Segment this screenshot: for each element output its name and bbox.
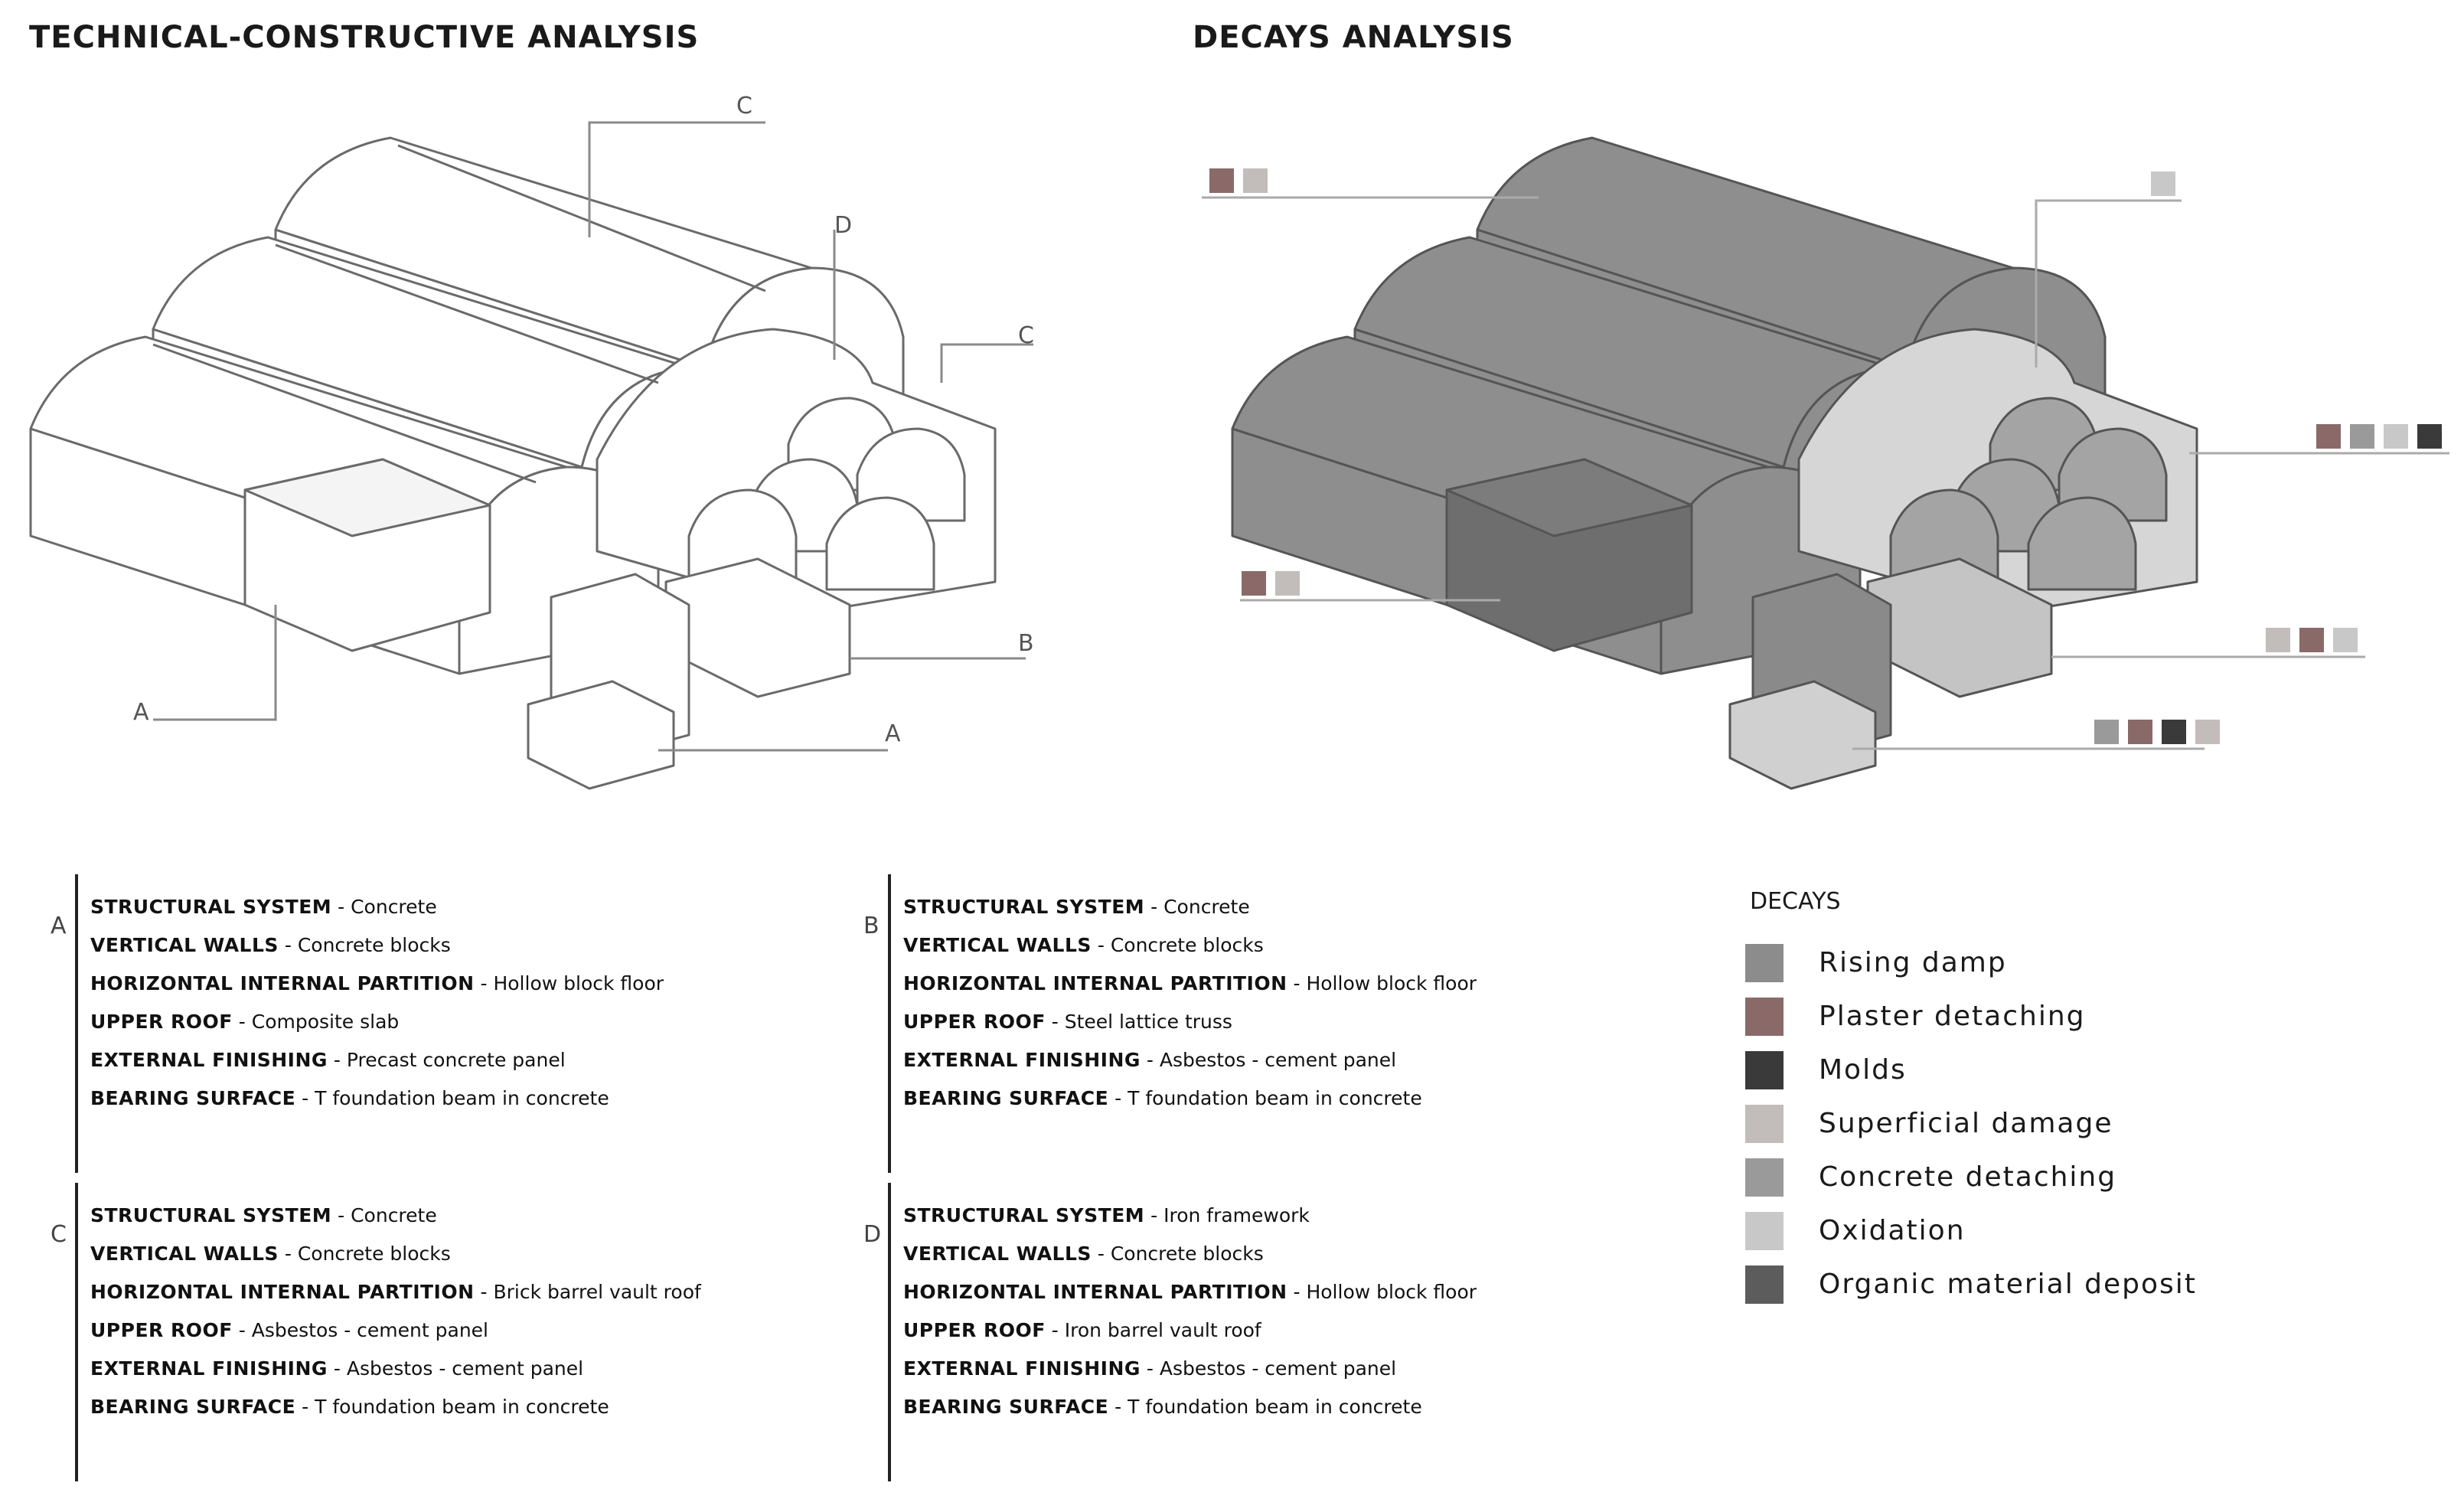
callout-label-a-bottom: A [885, 720, 901, 747]
spec-block-d: D STRUCTURAL SYSTEM - Iron framework VER… [863, 1183, 1614, 1481]
legend-label: Superficial damage [1819, 1108, 2113, 1139]
decay-swatch [2094, 720, 2119, 744]
spec-letter: B [863, 913, 880, 939]
spec-line: EXTERNAL FINISHING - Asbestos - cement p… [903, 1049, 1397, 1071]
spec-divider [75, 1183, 78, 1481]
spec-line: STRUCTURAL SYSTEM - Concrete [90, 1204, 437, 1226]
decay-swatch [2162, 720, 2186, 744]
legend-label: Concrete detaching [1819, 1161, 2117, 1193]
legend-label: Oxidation [1819, 1215, 1966, 1246]
spec-letter: D [863, 1221, 882, 1248]
decay-tag-group [2266, 628, 2358, 652]
callout-label-d: D [834, 212, 852, 239]
legend-item-organic-material-deposit: Organic material deposit [1745, 1259, 2327, 1313]
callout-label-c-top: C [736, 93, 752, 119]
building-diagrams: C D C B A A [29, 93, 2449, 790]
spec-line: HORIZONTAL INTERNAL PARTITION - Hollow b… [903, 972, 1477, 994]
legend-swatch [1745, 1212, 1784, 1250]
callout-label-a-left: A [133, 699, 149, 726]
spec-line: VERTICAL WALLS - Concrete blocks [90, 934, 451, 956]
decay-tag-group [2316, 424, 2442, 449]
spec-line: VERTICAL WALLS - Concrete blocks [903, 934, 1264, 956]
decay-swatch [1243, 168, 1268, 193]
spec-line: HORIZONTAL INTERNAL PARTITION - Brick ba… [90, 1281, 701, 1303]
decay-swatch [2195, 720, 2220, 744]
decay-swatch [2316, 424, 2341, 449]
legend-label: Rising damp [1819, 947, 2007, 978]
spec-divider [888, 874, 891, 1173]
spec-divider [75, 874, 78, 1173]
legend-label: Organic material deposit [1819, 1269, 2197, 1300]
legend-swatch [1745, 1265, 1784, 1304]
spec-line: VERTICAL WALLS - Concrete blocks [90, 1243, 451, 1265]
decay-tag-group [2151, 171, 2175, 196]
spec-line: UPPER ROOF - Composite slab [90, 1011, 400, 1033]
spec-line: EXTERNAL FINISHING - Precast concrete pa… [90, 1049, 566, 1071]
decays-building-complex [1231, 136, 2198, 790]
spec-line: EXTERNAL FINISHING - Asbestos - cement p… [90, 1357, 584, 1380]
decay-swatch [2350, 424, 2374, 449]
spec-letter: A [51, 913, 67, 939]
decay-swatch [2384, 424, 2408, 449]
spec-letter: C [51, 1221, 67, 1248]
spec-list: STRUCTURAL SYSTEM - Concrete VERTICAL WA… [90, 1197, 701, 1426]
decay-swatch [2128, 720, 2152, 744]
spec-line: VERTICAL WALLS - Concrete blocks [903, 1243, 1264, 1265]
legend-swatch [1745, 944, 1784, 982]
legend-item-molds: Molds [1745, 1045, 2327, 1099]
spec-line: BEARING SURFACE - T foundation beam in c… [90, 1087, 609, 1109]
legend-item-oxidation: Oxidation [1745, 1206, 2327, 1259]
decays-legend: DECAYS Rising damp Plaster detaching Mol… [1745, 888, 2327, 1313]
spec-line: BEARING SURFACE - T foundation beam in c… [90, 1396, 609, 1418]
spec-list: STRUCTURAL SYSTEM - Concrete VERTICAL WA… [90, 888, 664, 1118]
decay-swatch [2417, 424, 2442, 449]
decay-tag-group [2094, 720, 2220, 744]
spec-line: BEARING SURFACE - T foundation beam in c… [903, 1087, 1422, 1109]
spec-line: HORIZONTAL INTERNAL PARTITION - Hollow b… [903, 1281, 1477, 1303]
decay-swatch [2266, 628, 2290, 652]
legend-item-plaster-detaching: Plaster detaching [1745, 991, 2327, 1045]
legend-title: DECAYS [1750, 888, 1841, 915]
spec-line: STRUCTURAL SYSTEM - Concrete [90, 896, 437, 918]
callout-label-c-right: C [1018, 322, 1034, 349]
decay-swatch [1242, 571, 1266, 596]
spec-list: STRUCTURAL SYSTEM - Iron framework VERTI… [903, 1197, 1477, 1426]
spec-line: UPPER ROOF - Iron barrel vault roof [903, 1319, 1261, 1341]
decay-tag-group [1242, 571, 1300, 596]
decay-swatch [2333, 628, 2358, 652]
legend-swatch [1745, 1051, 1784, 1089]
decays-callout-lines [1202, 196, 2449, 750]
spec-line: UPPER ROOF - Steel lattice truss [903, 1011, 1232, 1033]
spec-line: UPPER ROOF - Asbestos - cement panel [90, 1319, 488, 1341]
spec-line: BEARING SURFACE - T foundation beam in c… [903, 1396, 1422, 1418]
spec-block-b: B STRUCTURAL SYSTEM - Concrete VERTICAL … [863, 874, 1614, 1173]
legend-swatch [1745, 1158, 1784, 1197]
callout-label-b: B [1018, 630, 1034, 657]
decays-analysis-title: DECAYS ANALYSIS [1193, 20, 1514, 55]
decay-swatch [1275, 571, 1300, 596]
legend-item-concrete-detaching: Concrete detaching [1745, 1152, 2327, 1206]
legend-item-rising-damp: Rising damp [1745, 938, 2327, 991]
spec-block-a: A STRUCTURAL SYSTEM - Concrete VERTICAL … [51, 874, 801, 1173]
spec-line: EXTERNAL FINISHING - Asbestos - cement p… [903, 1357, 1397, 1380]
decay-swatch [1209, 168, 1234, 193]
spec-line: STRUCTURAL SYSTEM - Iron framework [903, 1204, 1310, 1226]
technical-callout-lines [153, 121, 1033, 752]
legend-swatch [1745, 1105, 1784, 1143]
decay-swatch [2299, 628, 2324, 652]
spec-block-c: C STRUCTURAL SYSTEM - Concrete VERTICAL … [51, 1183, 801, 1481]
legend-label: Plaster detaching [1819, 1001, 2086, 1032]
legend-item-superficial-damage: Superficial damage [1745, 1099, 2327, 1152]
technical-building-complex [29, 136, 997, 790]
spec-line: HORIZONTAL INTERNAL PARTITION - Hollow b… [90, 972, 664, 994]
spec-line: STRUCTURAL SYSTEM - Concrete [903, 896, 1250, 918]
technical-analysis-title: TECHNICAL-CONSTRUCTIVE ANALYSIS [29, 20, 700, 55]
decay-tag-group [1209, 168, 1268, 193]
decay-swatch [2151, 171, 2175, 196]
legend-label: Molds [1819, 1054, 1907, 1086]
legend-swatch [1745, 998, 1784, 1036]
spec-list: STRUCTURAL SYSTEM - Concrete VERTICAL WA… [903, 888, 1477, 1118]
spec-divider [888, 1183, 891, 1481]
